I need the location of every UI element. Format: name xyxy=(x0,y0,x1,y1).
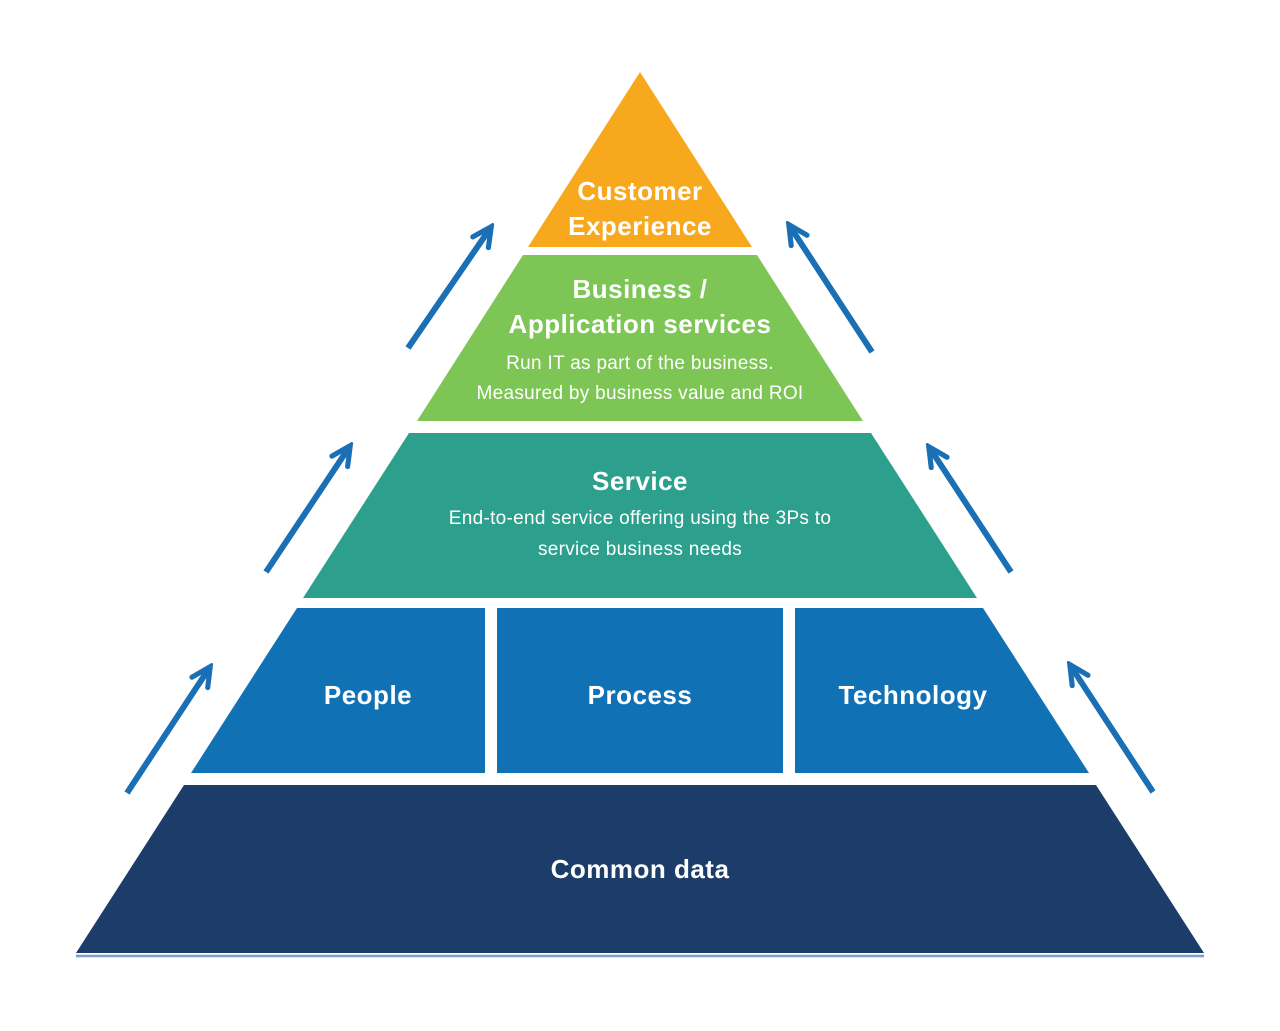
up-arrows xyxy=(124,228,1156,795)
customer-experience-title-line1: Customer xyxy=(577,176,702,206)
technology-label: Technology xyxy=(839,680,988,710)
up-arrow-left-middle-icon xyxy=(263,449,348,574)
business-services-title-line2: Application services xyxy=(509,309,772,339)
customer-experience-title-line2: Experience xyxy=(568,211,712,241)
business-services-title-line1: Business / xyxy=(572,274,707,304)
service-subtitle-line1: End-to-end service offering using the 3P… xyxy=(449,508,832,529)
common-data-label: Common data xyxy=(551,854,730,884)
up-arrow-left-top-icon xyxy=(405,230,489,350)
level-service-shape xyxy=(303,433,977,598)
service-title: Service xyxy=(592,466,688,496)
level-common-data-shape xyxy=(76,785,1204,953)
up-arrow-left-bottom-icon xyxy=(124,670,208,795)
service-subtitle-line2: service business needs xyxy=(538,539,742,560)
up-arrow-right-bottom-icon xyxy=(1072,668,1156,794)
business-services-subtitle-line1: Run IT as part of the business. xyxy=(506,353,774,374)
segment-process-shape xyxy=(497,608,783,773)
business-services-subtitle-line2: Measured by business value and ROI xyxy=(476,383,803,404)
process-label: Process xyxy=(588,680,693,710)
level-business-application-services-shape xyxy=(417,255,863,421)
people-label: People xyxy=(324,680,412,710)
segment-technology-shape xyxy=(795,608,1089,773)
segment-people-shape xyxy=(191,608,485,773)
level-customer-experience-shape xyxy=(528,72,752,247)
up-arrow-right-top-icon xyxy=(791,228,875,354)
up-arrow-right-middle-icon xyxy=(931,450,1014,574)
